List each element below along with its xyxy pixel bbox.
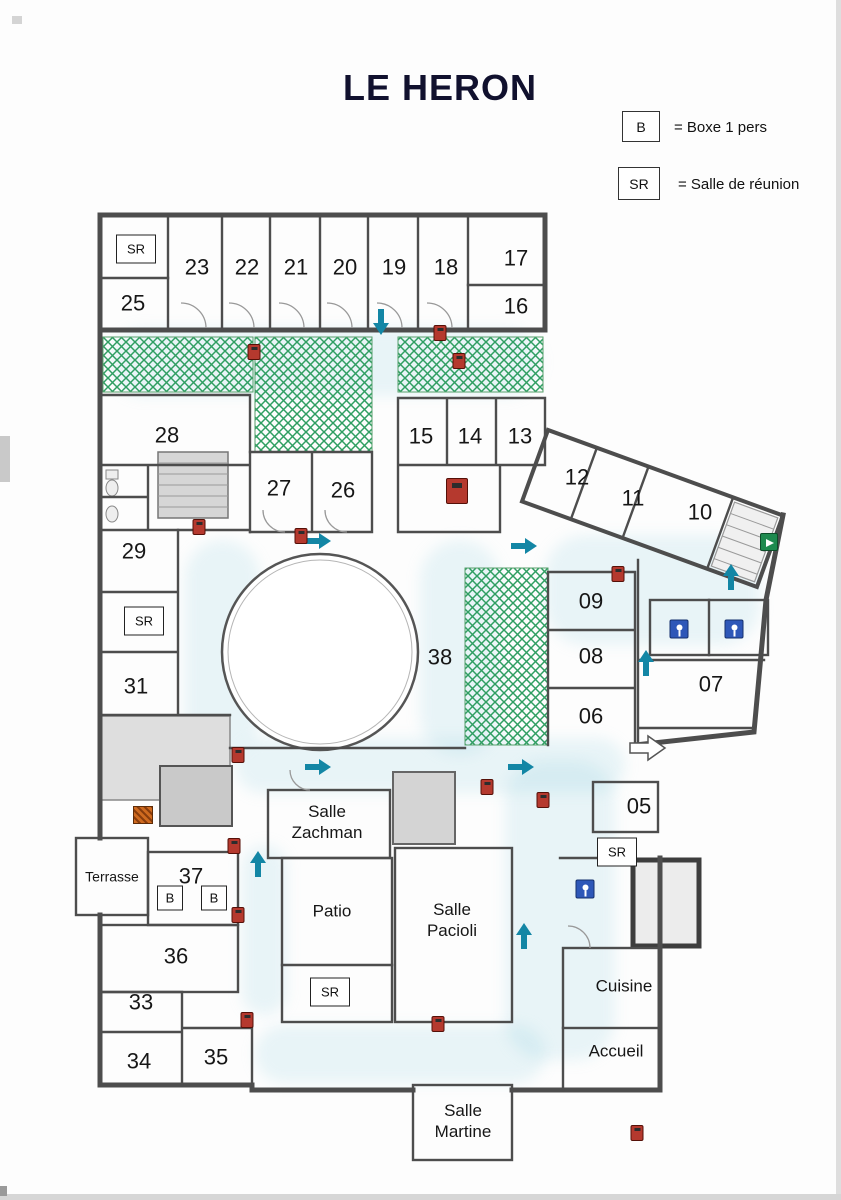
equipment-icon bbox=[133, 806, 153, 824]
room-label-35: 35 bbox=[203, 1044, 229, 1070]
room-label-12: 12 bbox=[564, 464, 590, 490]
room-label-26: 26 bbox=[330, 477, 356, 503]
room-label-36: 36 bbox=[163, 943, 189, 969]
corridor-tint bbox=[242, 845, 287, 1015]
room-label-15: 15 bbox=[408, 423, 434, 449]
direction-arrow bbox=[305, 759, 331, 775]
direction-arrow bbox=[305, 533, 331, 549]
room-label-21: 21 bbox=[283, 254, 309, 280]
room-label-05: 05 bbox=[626, 793, 652, 819]
exit-arrow bbox=[629, 734, 667, 762]
room-label-06: 06 bbox=[578, 703, 604, 729]
room-label-terrasse: Terrasse bbox=[85, 868, 139, 885]
room-label-34: 34 bbox=[126, 1048, 152, 1074]
room-label-31: 31 bbox=[123, 673, 149, 699]
room-label-23: 23 bbox=[184, 254, 210, 280]
fire-extinguisher-icon bbox=[611, 566, 625, 582]
fire-extinguisher-icon bbox=[630, 1125, 644, 1141]
planting-hatch-areas bbox=[102, 336, 549, 746]
fire-extinguisher-icon bbox=[294, 528, 308, 544]
direction-arrow bbox=[511, 538, 537, 554]
room-label-13: 13 bbox=[507, 423, 533, 449]
room-label-10: 10 bbox=[687, 499, 713, 525]
room-label-25: 25 bbox=[120, 290, 146, 316]
direction-arrow bbox=[373, 309, 389, 335]
sanitary-icon bbox=[575, 879, 595, 899]
legend-b-label: = Boxe 1 pers bbox=[674, 119, 767, 136]
sr-symbol-box: SR bbox=[124, 606, 164, 636]
fire-extinguisher-icon bbox=[433, 325, 447, 341]
room-label-patio: Patio bbox=[312, 901, 352, 921]
room-label-19: 19 bbox=[381, 254, 407, 280]
fire-extinguisher-icon bbox=[192, 519, 206, 535]
scan-artifact bbox=[836, 0, 841, 1200]
fire-extinguisher-icon bbox=[480, 779, 494, 795]
legend-b-symbol-box: B bbox=[622, 111, 660, 142]
room-label-accueil: Accueil bbox=[588, 1041, 644, 1061]
room-label-28: 28 bbox=[154, 422, 180, 448]
fire-extinguisher-icon bbox=[452, 353, 466, 369]
room-label-14: 14 bbox=[457, 423, 483, 449]
room-label-38: 38 bbox=[427, 644, 453, 670]
exit-sign-icon bbox=[760, 533, 778, 551]
sr-symbol-box: SR bbox=[310, 977, 350, 1007]
scan-artifact bbox=[0, 436, 10, 482]
room-label-22: 22 bbox=[234, 254, 260, 280]
door-arcs bbox=[180, 302, 591, 949]
scan-artifact bbox=[0, 1194, 841, 1200]
room-label-salle-martine: Salle Martine bbox=[434, 1100, 492, 1141]
legend-sr-label: = Salle de réunion bbox=[678, 176, 800, 193]
direction-arrow bbox=[508, 759, 534, 775]
fire-extinguisher-icon bbox=[536, 792, 550, 808]
direction-arrow bbox=[638, 650, 654, 676]
room-label-11: 11 bbox=[621, 485, 645, 511]
direction-arrow bbox=[723, 564, 739, 590]
sr-symbol-box: SR bbox=[116, 234, 156, 264]
room-label-33: 33 bbox=[128, 989, 154, 1015]
fire-extinguisher-icon bbox=[227, 838, 241, 854]
corridor-tint bbox=[505, 760, 615, 1060]
room-label-08: 08 bbox=[578, 643, 604, 669]
scan-artifact bbox=[12, 16, 22, 24]
sanitary-icon bbox=[724, 619, 744, 639]
stairs-and-service-areas bbox=[99, 451, 702, 949]
legend-sr-symbol-box: SR bbox=[618, 167, 660, 200]
sr-symbol-box: SR bbox=[597, 837, 637, 867]
room-label-cuisine: Cuisine bbox=[595, 976, 653, 996]
interior-walls bbox=[74, 213, 770, 1162]
fire-extinguisher-icon bbox=[240, 1012, 254, 1028]
right-wing-walls bbox=[519, 427, 786, 590]
corridor-tint bbox=[255, 1025, 545, 1083]
sanitary-icon bbox=[669, 619, 689, 639]
room-label-salle-pacioli: Salle Pacioli bbox=[426, 899, 478, 940]
room-label-37: 37 bbox=[178, 863, 204, 889]
fire-extinguisher-icon bbox=[431, 1016, 445, 1032]
direction-arrow bbox=[250, 851, 266, 877]
room-label-27: 27 bbox=[266, 475, 292, 501]
room-label-07: 07 bbox=[698, 671, 724, 697]
room-label-18: 18 bbox=[433, 254, 459, 280]
room-label-16: 16 bbox=[503, 293, 529, 319]
room-label-29: 29 bbox=[121, 538, 147, 564]
scan-artifact bbox=[0, 1186, 7, 1196]
room-label-09: 09 bbox=[578, 588, 604, 614]
circulation-arrows bbox=[250, 309, 739, 949]
page-title: LE HERON bbox=[342, 67, 538, 108]
outer-walls bbox=[97, 212, 786, 1093]
fire-extinguisher-icon bbox=[446, 478, 468, 504]
room-label-20: 20 bbox=[332, 254, 358, 280]
room-label-17: 17 bbox=[503, 245, 529, 271]
b-symbol-box: B bbox=[201, 885, 227, 911]
room-label-salle-zachman: Salle Zachman bbox=[291, 801, 363, 842]
fire-extinguisher-icon bbox=[247, 344, 261, 360]
fire-extinguisher-icon bbox=[231, 907, 245, 923]
b-symbol-box: B bbox=[157, 885, 183, 911]
fire-extinguisher-icon bbox=[231, 747, 245, 763]
central-rotunda bbox=[220, 552, 420, 752]
direction-arrow bbox=[516, 923, 532, 949]
